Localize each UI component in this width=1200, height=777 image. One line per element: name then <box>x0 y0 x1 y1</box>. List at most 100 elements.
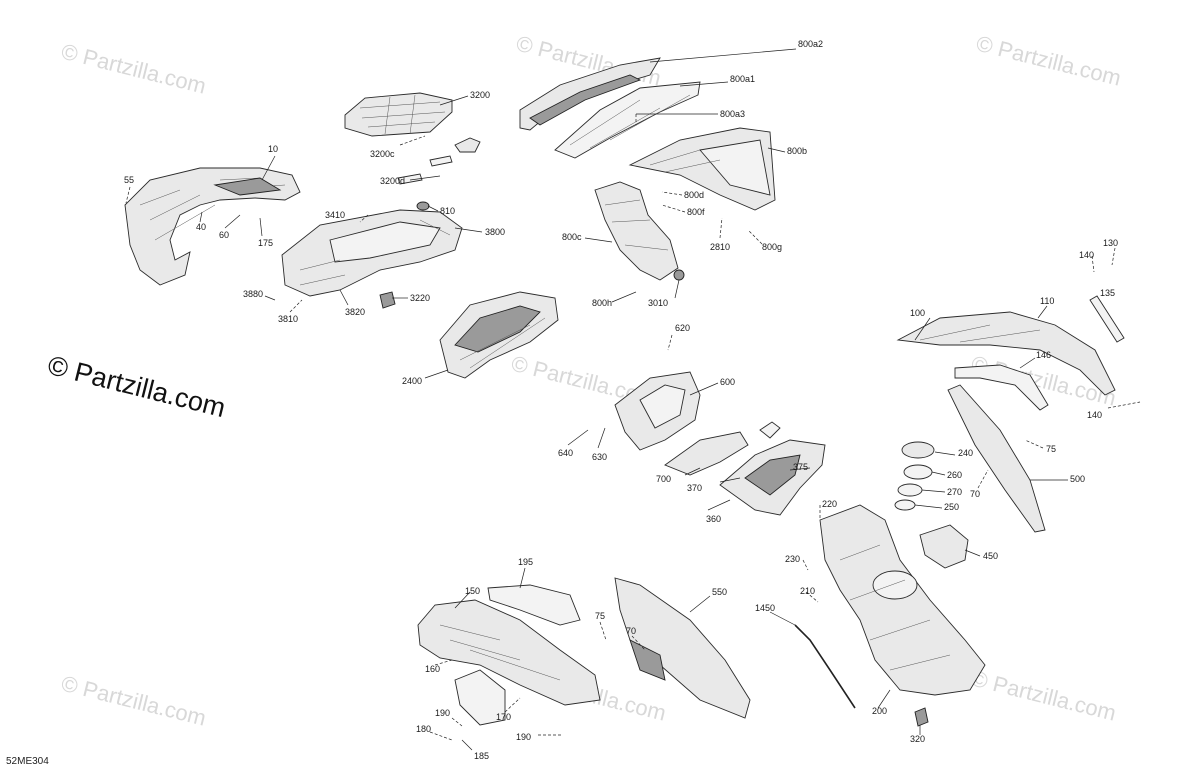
callout-label: 800f <box>687 207 705 217</box>
callout-label: 800b <box>787 146 807 156</box>
callout-label: 270 <box>947 487 962 497</box>
callout-label: 40 <box>196 222 206 232</box>
part-500-side-panel-shape <box>947 384 1046 533</box>
part-storage-bin-shape <box>281 209 463 297</box>
callout-label: 700 <box>656 474 671 484</box>
part-3200d-strip2-shape <box>397 173 423 185</box>
callout-label: 320 <box>910 734 925 744</box>
callout-label: 800d <box>684 190 704 200</box>
watermark-bottom-left: © Partzilla.com <box>59 671 209 731</box>
watermark-bottom-right: © Partzilla.com <box>969 666 1119 726</box>
part-1450-cable-shape <box>794 624 856 709</box>
part-3200c-clip-shape <box>454 137 481 153</box>
callout-label: 100 <box>910 308 925 318</box>
callout-labels: 10 55 40 60 175 3200 3200c 3200d 3410 81… <box>124 39 1118 761</box>
callout-label: 10 <box>268 144 278 154</box>
callout-label: 175 <box>258 238 273 248</box>
part-seat-cover-shape <box>344 92 453 137</box>
callout-label: 2400 <box>402 376 422 386</box>
callout-label: 3200 <box>470 90 490 100</box>
part-cluster-housing-shape <box>439 291 559 379</box>
callout-label: 160 <box>425 664 440 674</box>
callout-label: 3810 <box>278 314 298 324</box>
callout-label: 185 <box>474 751 489 761</box>
callout-label: 146 <box>1036 350 1051 360</box>
callout-label: 210 <box>800 586 815 596</box>
callout-label: 60 <box>219 230 229 240</box>
callout-label: 1450 <box>755 603 775 613</box>
callout-label: 620 <box>675 323 690 333</box>
callout-label: 135 <box>1100 288 1115 298</box>
watermark-top-right: © Partzilla.com <box>974 31 1124 91</box>
callout-label: 70 <box>970 489 980 499</box>
callout-label: 3820 <box>345 307 365 317</box>
callout-label: 600 <box>720 377 735 387</box>
callout-label: 3410 <box>325 210 345 220</box>
callout-label: 195 <box>518 557 533 567</box>
part-600-bracket-shape <box>614 371 701 451</box>
callout-label: 260 <box>947 470 962 480</box>
callout-label: 375 <box>793 462 808 472</box>
callout-label: 800h <box>592 298 612 308</box>
callout-label: 230 <box>785 554 800 564</box>
callout-label: 800c <box>562 232 582 242</box>
callout-label: 630 <box>592 452 607 462</box>
callout-label: 800g <box>762 242 782 252</box>
callout-label: 360 <box>706 514 721 524</box>
callout-label: 55 <box>124 175 134 185</box>
part-front-fender-shape <box>124 167 301 286</box>
callout-label: 3010 <box>648 298 668 308</box>
callout-label: 75 <box>1046 444 1056 454</box>
callout-label: 2810 <box>710 242 730 252</box>
part-700-cover-shape <box>664 431 749 476</box>
part-550-side-panel-shape <box>614 577 751 719</box>
callout-label: 190 <box>435 708 450 718</box>
callout-label: 190 <box>516 732 531 742</box>
callout-label: 450 <box>983 551 998 561</box>
part-tunnel-shape <box>719 421 826 516</box>
part-150-lower-panel-shape <box>417 584 601 726</box>
callout-label: 140 <box>1079 250 1094 260</box>
part-800c-panel-shape <box>594 181 679 281</box>
callout-label: 110 <box>1040 296 1054 306</box>
callout-label: 220 <box>822 499 837 509</box>
callout-label: 640 <box>558 448 573 458</box>
callout-label: 130 <box>1103 238 1118 248</box>
callout-label: 240 <box>958 448 973 458</box>
callout-label: 800a2 <box>798 39 823 49</box>
part-800b-panel-shape <box>628 127 776 211</box>
callout-label: 550 <box>712 587 727 597</box>
part-800a-panels-shape <box>519 57 701 159</box>
part-3220-block-shape <box>379 291 396 309</box>
callout-label: 500 <box>1070 474 1085 484</box>
diagram-code: 52ME304 <box>6 756 49 767</box>
part-ring-stack-shape <box>894 441 935 511</box>
callout-label: 170 <box>496 712 511 722</box>
part-main-console-shape <box>819 504 986 696</box>
part-100-rear-panel-shape <box>896 311 1116 396</box>
part-130-rod-shape <box>1089 295 1125 343</box>
callout-label: 800a1 <box>730 74 755 84</box>
callout-label: 70 <box>626 626 636 636</box>
callout-label: 370 <box>687 483 702 493</box>
callout-label: 3220 <box>410 293 430 303</box>
callout-label: 150 <box>465 586 480 596</box>
part-3010-knob-shape <box>673 269 685 281</box>
callout-label: 3880 <box>243 289 263 299</box>
part-810-cap-shape <box>416 201 430 211</box>
callout-label: 180 <box>416 724 431 734</box>
callout-label: 3200c <box>370 149 395 159</box>
part-3200d-strip-shape <box>429 155 453 167</box>
part-450-bezel-shape <box>919 524 969 569</box>
callout-label: 800a3 <box>720 109 745 119</box>
leader-lines <box>125 48 1141 751</box>
part-146-strip-shape <box>954 364 1049 411</box>
callout-label: 140 <box>1087 410 1102 420</box>
part-320-clip-shape <box>914 707 929 727</box>
watermark-top-left: © Partzilla.com <box>59 39 209 99</box>
callout-label: 75 <box>595 611 605 621</box>
callout-label: 200 <box>872 706 887 716</box>
callout-label: 3200d <box>380 176 405 186</box>
callout-label: 3800 <box>485 227 505 237</box>
